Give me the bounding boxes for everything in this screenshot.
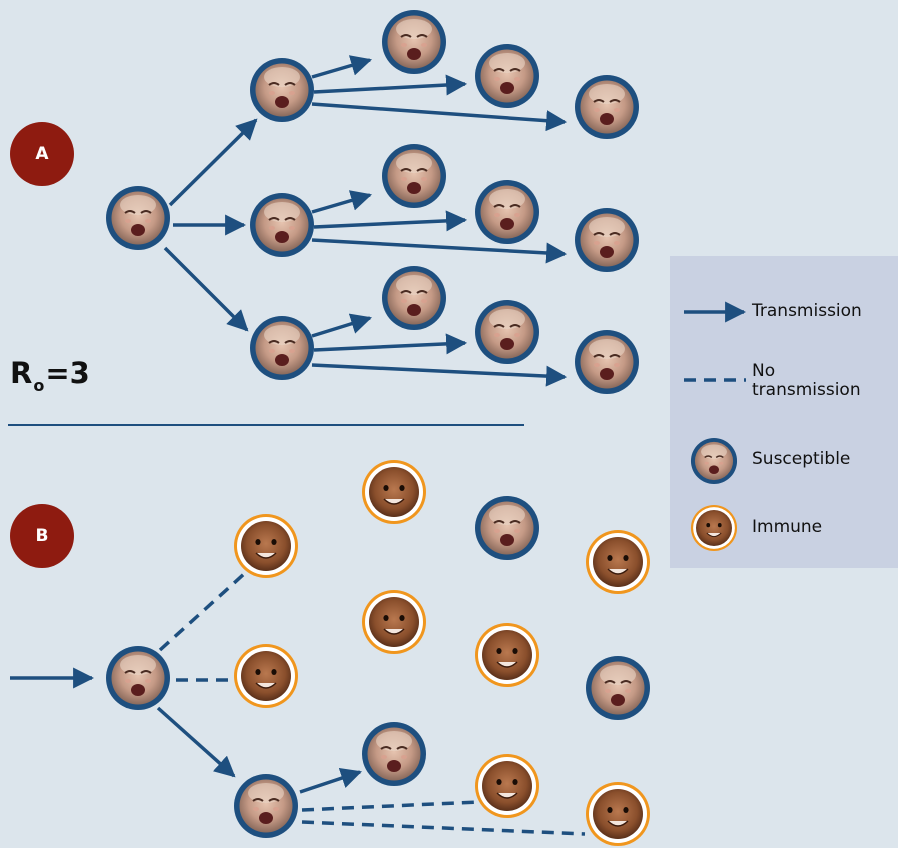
susceptible-node [105,185,171,251]
susceptible-node [585,655,651,721]
link-a-mid-to-1 [311,190,373,214]
legend-no-transmission-line1: No [752,361,776,381]
susceptible-node [574,329,640,395]
susceptible-node [574,207,640,273]
r0-suffix: =3 [45,356,90,390]
legend-no-transmission-label: No transmission [752,362,861,400]
link-a-mid-to-3 [311,238,568,264]
susceptible-node [361,721,427,787]
panel-b-label: B [35,526,49,546]
legend-symbols [684,301,747,552]
panel-a-links [163,55,568,387]
link-a-top-to-2 [313,74,468,96]
r0-subscript: o [33,376,45,395]
link-a-bottom-to-3 [311,363,568,387]
susceptible-node [474,299,540,365]
susceptible-node [105,645,171,711]
panel-b-links [10,572,586,836]
susceptible-node [381,9,447,75]
susceptible-node [249,57,315,123]
susceptible-node [249,315,315,381]
susceptible-node [474,43,540,109]
panel-b-nodes [105,459,651,847]
immune-node [474,622,540,688]
susceptible-node [381,143,447,209]
panel-divider [8,424,524,426]
r0-prefix: R [10,356,33,390]
legend-susceptible-icon [690,437,738,485]
immune-node [361,589,427,655]
panel-a-badge: A [10,122,74,186]
immune-node [474,753,540,819]
susceptible-node [233,773,299,839]
r0-label: Ro=3 [10,356,90,395]
link-b-root-to-bottom [156,706,236,778]
link-a-top-to-3 [311,102,568,132]
legend-susceptible-label: Susceptible [752,449,851,469]
immune-node [585,529,651,595]
no-link-b-bottom-to-mid [301,800,479,812]
link-a-bottom-to-1 [311,313,373,338]
link-a-mid-to-2 [313,210,468,232]
no-link-b-bottom-to-right [301,820,586,836]
no-link-b-root-to-top [158,572,246,652]
link-a-root-to-top [168,118,258,207]
link-a-root-to-bottom [163,246,249,332]
immune-node [233,643,299,709]
susceptible-node [249,192,315,258]
immune-node [233,513,299,579]
panel-a-label: A [35,144,49,164]
panel-a-nodes [105,9,640,395]
legend-no-transmission-line2: transmission [752,380,861,400]
legend: Transmission No transmission Susceptible… [670,256,898,568]
immune-node [585,781,651,847]
link-a-top-to-1 [311,55,373,79]
immune-node [361,459,427,525]
legend-immune-icon [690,504,738,552]
legend-transmission-label: Transmission [752,301,862,321]
susceptible-node [574,74,640,140]
susceptible-node [381,265,447,331]
panel-b-badge: B [10,504,74,568]
susceptible-node [474,495,540,561]
susceptible-node [474,179,540,245]
legend-immune-label: Immune [752,517,823,537]
link-a-bottom-to-2 [313,333,468,355]
link-b-bottom-to-top [299,768,362,794]
